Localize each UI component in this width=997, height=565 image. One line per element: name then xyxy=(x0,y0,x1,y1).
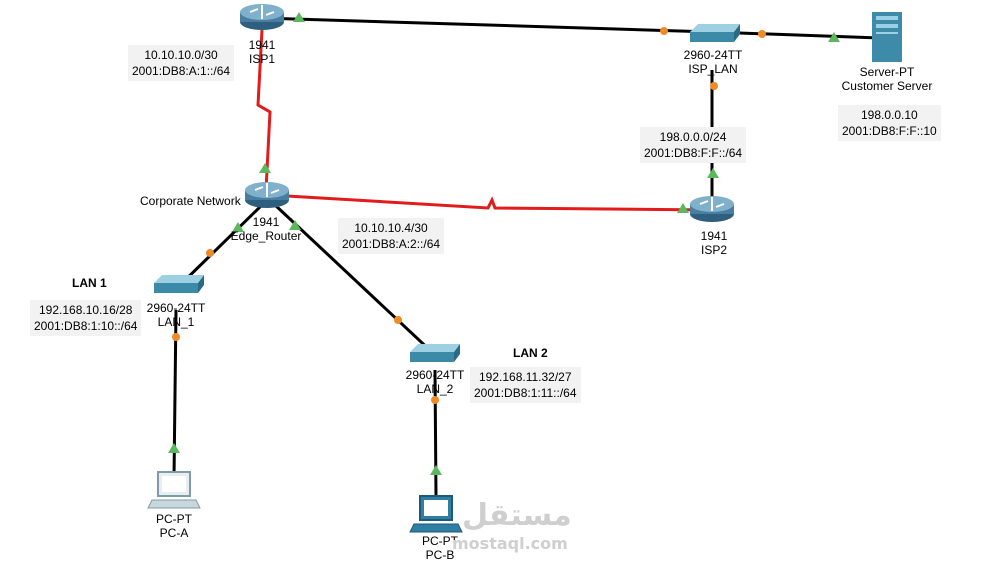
isp2-network-note: 10.10.10.4/30 2001:DB8:A:2::/64 xyxy=(338,218,445,254)
device-model: 1941 xyxy=(252,215,280,229)
device-model: PC-PT xyxy=(156,512,192,526)
ipv4-network: 10.10.10.4/30 xyxy=(354,221,428,235)
device-name: Customer Server xyxy=(841,79,933,93)
server-icon[interactable] xyxy=(872,12,902,62)
device-name: ISP_LAN xyxy=(688,62,738,76)
server-label: Server-PT Customer Server xyxy=(832,65,942,93)
device-model: PC-PT xyxy=(422,534,458,548)
isp1-network-note: 10.10.10.0/30 2001:DB8:A:1::/64 xyxy=(128,45,235,81)
ipv6-network: 2001:DB8:A:1::/64 xyxy=(132,64,231,78)
lan2-switch-label: 2960-24TT LAN_2 xyxy=(395,368,475,396)
pc-a-icon[interactable] xyxy=(147,471,201,509)
router-isp1-icon[interactable] xyxy=(240,4,284,30)
switch-isp-lan-icon[interactable] xyxy=(690,24,740,42)
server-address-note: 198.0.0.10 2001:DB8:F:F::10 xyxy=(838,105,941,141)
edge-router-label: 1941 Edge_Router xyxy=(226,215,306,243)
device-model: 2960-24TT xyxy=(405,368,465,382)
router-isp2-icon[interactable] xyxy=(690,196,734,222)
device-model: 1941 xyxy=(700,229,728,243)
pc-a-label: PC-PT PC-A xyxy=(144,512,204,540)
ipv4-network: 10.10.10.0/30 xyxy=(144,48,218,62)
ipv4-network: 198.0.0.0/24 xyxy=(659,130,727,144)
device-name: ISP2 xyxy=(700,243,727,257)
link-up-indicator xyxy=(289,220,301,230)
port-indicator xyxy=(758,30,766,38)
pc-b-icon[interactable] xyxy=(409,495,463,533)
lan1-network-note: 192.168.10.16/28 2001:DB8:1:10::/64 xyxy=(30,300,142,336)
port-indicator xyxy=(394,316,402,324)
isp-lan-label: 2960-24TT ISP_LAN xyxy=(668,48,758,76)
device-name: LAN_1 xyxy=(157,315,195,329)
switch-lan1-icon[interactable] xyxy=(154,275,204,293)
ipv6-network: 2001:DB8:A:2::/64 xyxy=(342,237,441,251)
watermark-url: mostaql.com xyxy=(452,534,568,553)
lan1-title: LAN 1 xyxy=(72,276,107,290)
port-indicator xyxy=(431,396,439,404)
ipv4-network: 192.168.11.32/27 xyxy=(479,370,572,384)
link-isp1-edge-serial xyxy=(256,29,272,191)
device-name: PC-A xyxy=(159,526,189,540)
link-up-indicator xyxy=(168,443,180,453)
link-up-indicator xyxy=(707,168,719,178)
port-indicator xyxy=(172,333,180,341)
link-up-indicator xyxy=(232,222,244,232)
port-indicator xyxy=(710,82,718,90)
isp1-label: 1941 ISP1 xyxy=(236,38,288,66)
link-up-indicator xyxy=(259,163,271,173)
device-model: Server-PT xyxy=(859,65,915,79)
link-up-indicator xyxy=(677,203,689,213)
link-isp1-isplan xyxy=(261,16,713,34)
port-indicator xyxy=(206,249,214,257)
link-edge-lan2 xyxy=(273,203,437,357)
lan2-title: LAN 2 xyxy=(513,346,548,360)
lan1-switch-label: 2960-24TT LAN_1 xyxy=(136,301,216,329)
switch-lan2-icon[interactable] xyxy=(410,344,460,362)
ipv4-network: 192.168.10.16/28 xyxy=(39,303,133,317)
device-name: ISP1 xyxy=(248,52,275,66)
ipv6-network: 2001:DB8:1:10::/64 xyxy=(34,319,138,333)
link-edge-isp2-serial xyxy=(269,193,713,212)
router-edge-icon[interactable] xyxy=(245,182,289,208)
ipv6-network: 2001:DB8:F:F::/64 xyxy=(644,146,743,160)
link-up-indicator xyxy=(828,32,840,42)
device-name: Edge_Router xyxy=(230,229,302,243)
device-name: PC-B xyxy=(425,548,455,562)
ipv4-address: 198.0.0.10 xyxy=(861,108,918,122)
link-up-indicator xyxy=(293,12,305,22)
pc-b-label: PC-PT PC-B xyxy=(410,534,470,562)
port-indicator xyxy=(660,27,668,35)
isp-lan-network-note: 198.0.0.0/24 2001:DB8:F:F::/64 xyxy=(640,127,747,163)
lan2-network-note: 192.168.11.32/27 2001:DB8:1:11::/64 xyxy=(470,367,581,403)
device-name: LAN_2 xyxy=(416,382,454,396)
device-model: 1941 xyxy=(248,38,276,52)
corporate-network-label: Corporate Network xyxy=(140,194,241,208)
ipv6-network: 2001:DB8:1:11::/64 xyxy=(474,386,577,400)
link-up-indicator xyxy=(430,465,442,475)
device-model: 2960-24TT xyxy=(146,301,206,315)
watermark-logo: مستقل xyxy=(462,498,572,533)
device-model: 2960-24TT xyxy=(683,48,743,62)
ipv6-address: 2001:DB8:F:F::10 xyxy=(842,124,937,138)
isp2-label: 1941 ISP2 xyxy=(688,229,740,257)
